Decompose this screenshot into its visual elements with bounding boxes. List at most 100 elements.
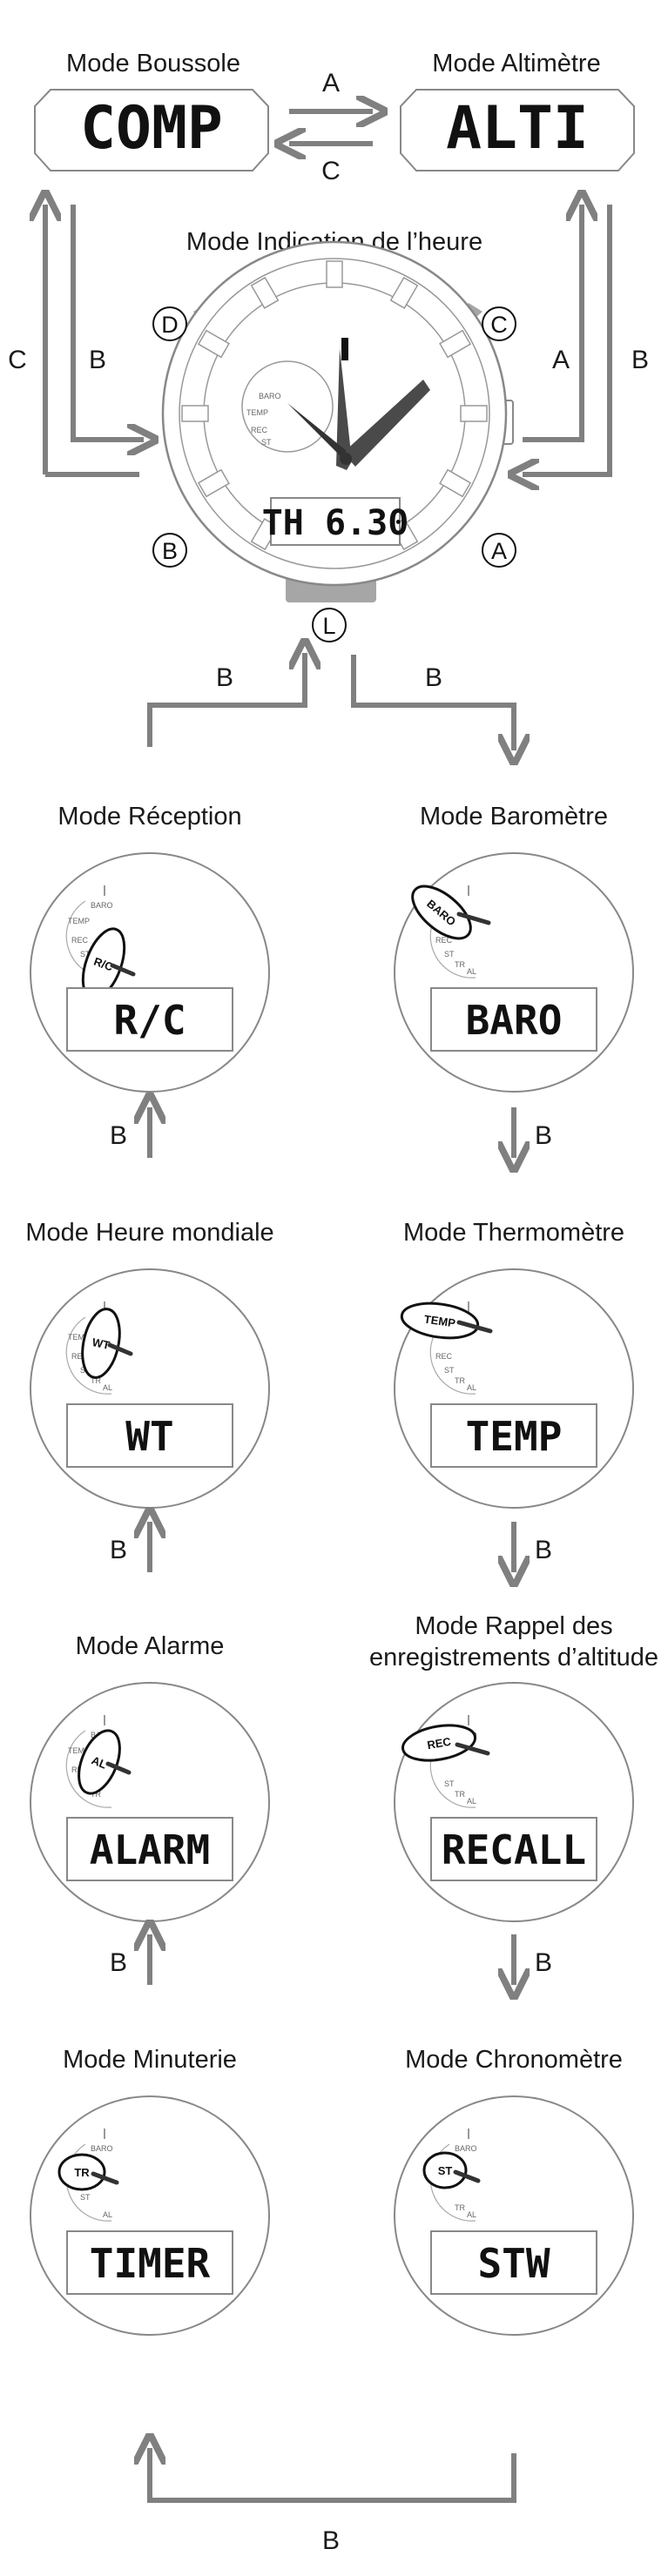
mode-hand: [455, 1742, 490, 1756]
mode-lcd-box: [66, 1403, 233, 1468]
mode-title: Mode Heure mondiale: [25, 1219, 273, 1247]
watch-thermometer: Mode ThermomètreBARORECSTTRALTEMPTEMP: [394, 1219, 634, 1509]
arrow-label-b-barometer: B: [425, 663, 442, 692]
subdial-label-rec: REC: [71, 1352, 89, 1361]
compass-mode-title: Mode Boussole: [66, 50, 240, 77]
svg-text:D: D: [161, 312, 179, 338]
subdial-label-tr: TR: [455, 960, 465, 969]
altimeter-lcd-text: ALTI: [446, 94, 589, 163]
subdial-label-temp: TEMP: [68, 1333, 90, 1342]
mode-hand: [105, 1761, 132, 1775]
mode-hand: [453, 2169, 481, 2183]
mode-lcd-text: WT: [125, 1413, 173, 1460]
timekeeping-lcd-text: TH 6.30: [262, 503, 409, 543]
mode-pointer-highlight: [57, 2153, 106, 2191]
subdial-label-temp: TEMP: [68, 917, 90, 925]
altimeter-mode-title: Mode Altimètre: [432, 50, 600, 77]
hour-marker: [389, 276, 419, 309]
mode-lcd-text: ALARM: [90, 1826, 210, 1873]
watch-dial: [394, 1682, 634, 1922]
mode-pointer-highlight: [422, 2151, 468, 2189]
arrow-label-b-left-2: B: [110, 1536, 127, 1564]
mode-lcd-text: BARO: [466, 997, 563, 1044]
watch-timer: Mode MinuterieBAROTEMPRECSTALTRTIMER: [30, 2046, 270, 2336]
watch-reception: Mode RéceptionBAROTEMPRECSTTRALR/CR/C: [30, 803, 270, 1093]
subdial-label-st: ST: [80, 2193, 91, 2202]
button-c-label[interactable]: C: [482, 306, 516, 341]
subdial-label-st: ST: [444, 1779, 455, 1788]
subdial-label-tr: TR: [455, 2203, 465, 2212]
mode-pointer-highlight: [401, 1724, 476, 1762]
mode-lcd-box: [430, 1817, 597, 1881]
button-a-label[interactable]: A: [482, 533, 516, 568]
subdial-label-tr: TR: [455, 1376, 465, 1385]
compass-lcd-box: [34, 89, 269, 172]
arrow-label-b-left-3: B: [110, 1948, 127, 1977]
arrow-label-b-left-1: B: [110, 1121, 127, 1150]
subdial-arc: [65, 1316, 112, 1395]
button-l-label[interactable]: L: [312, 608, 347, 642]
watch-dial: [30, 1682, 270, 1922]
subdial-label-al: AL: [467, 1797, 476, 1806]
arrow-label-b-right: B: [631, 346, 649, 374]
arrow-label-b-right-2: B: [535, 1536, 552, 1564]
compass-lcd-text: COMP: [80, 94, 223, 163]
mode-title: Mode Réception: [57, 803, 241, 831]
svg-text:C: C: [490, 312, 508, 338]
mode-lcd-box: [430, 1403, 597, 1468]
arrow-stopwatch-to-timer: [150, 2448, 516, 2503]
subdial-label-al: AL: [103, 1383, 112, 1392]
hour-marker: [439, 468, 472, 498]
hour-marker: [197, 329, 230, 359]
mode-lcd-box: [430, 987, 597, 1052]
mode-lcd-text: STW: [477, 2240, 550, 2287]
watch-dial: [30, 1268, 270, 1509]
watch-barometer: Mode BaromètreTEMPRECSTTRALBAROBARO: [394, 803, 634, 1093]
mode-title: Mode Baromètre: [420, 803, 608, 831]
button-d-label[interactable]: D: [152, 306, 187, 341]
mode-lcd-text: RECALL: [442, 1826, 586, 1873]
arrow-timekeeping-to-altimeter-a: [523, 205, 582, 442]
subdial-label-tr: TR: [91, 1376, 101, 1385]
subdial-label-st: ST: [444, 950, 455, 958]
subdial-label-rec: REC: [251, 426, 268, 434]
subdial-label-al: AL: [467, 1383, 476, 1392]
subdial-label-rec: REC: [435, 1352, 453, 1361]
hand-pivot: [340, 453, 352, 465]
mode-title: Mode Minuterie: [63, 2046, 237, 2074]
arrow-label-b-right-3: B: [535, 1948, 552, 1977]
arrow-label-c-top: C: [321, 157, 341, 185]
subdial-label-temp: TEMP: [246, 408, 268, 417]
mode-title-line1: Mode Rappel des: [415, 1612, 612, 1640]
mode-pointer-label: TEMP: [423, 1313, 456, 1330]
subdial-label-rec: REC: [435, 936, 453, 945]
mode-hand: [287, 403, 347, 457]
subdial-label-al: AL: [467, 967, 476, 976]
subdial-label-baro: BARO: [455, 2144, 477, 2153]
subdial-label-baro: BARO: [259, 392, 281, 400]
mode-hand: [456, 911, 491, 925]
mode-lcd-text: TEMP: [466, 1413, 563, 1460]
hour-marker: [326, 260, 343, 288]
subdial-label-rec: REC: [71, 936, 89, 945]
hour-marker: [460, 405, 488, 422]
watch-world-time: Mode Heure mondialeBAROTEMPRECSTTRALWTWT: [25, 1219, 274, 1509]
arrow-reception-to-timekeeping-b: [147, 653, 305, 747]
mode-lcd-box: [66, 1817, 233, 1881]
mode-title-line2: enregistrements d’altitude: [369, 1644, 658, 1671]
mode-subdial: [241, 360, 334, 453]
mode-hand: [91, 2171, 119, 2185]
subdial-arc: [65, 1730, 112, 1808]
mode-pointer-label: TR: [74, 2166, 90, 2179]
button-b-label[interactable]: B: [152, 533, 187, 568]
mode-title: Mode Alarme: [76, 1632, 225, 1660]
mode-title: Mode Thermomètre: [403, 1219, 624, 1247]
svg-text:A: A: [491, 538, 507, 564]
watch-dial: [394, 2095, 634, 2336]
subdial-label-st: ST: [444, 1366, 455, 1375]
arrow-label-b-right-1: B: [535, 1121, 552, 1150]
arrow-label-c-left: C: [8, 346, 27, 374]
watch-stopwatch: Mode ChronomètreBAROTEMPRECTRALSTSTW: [394, 2046, 634, 2336]
hour-marker: [250, 276, 280, 309]
hour-marker: [439, 329, 472, 359]
